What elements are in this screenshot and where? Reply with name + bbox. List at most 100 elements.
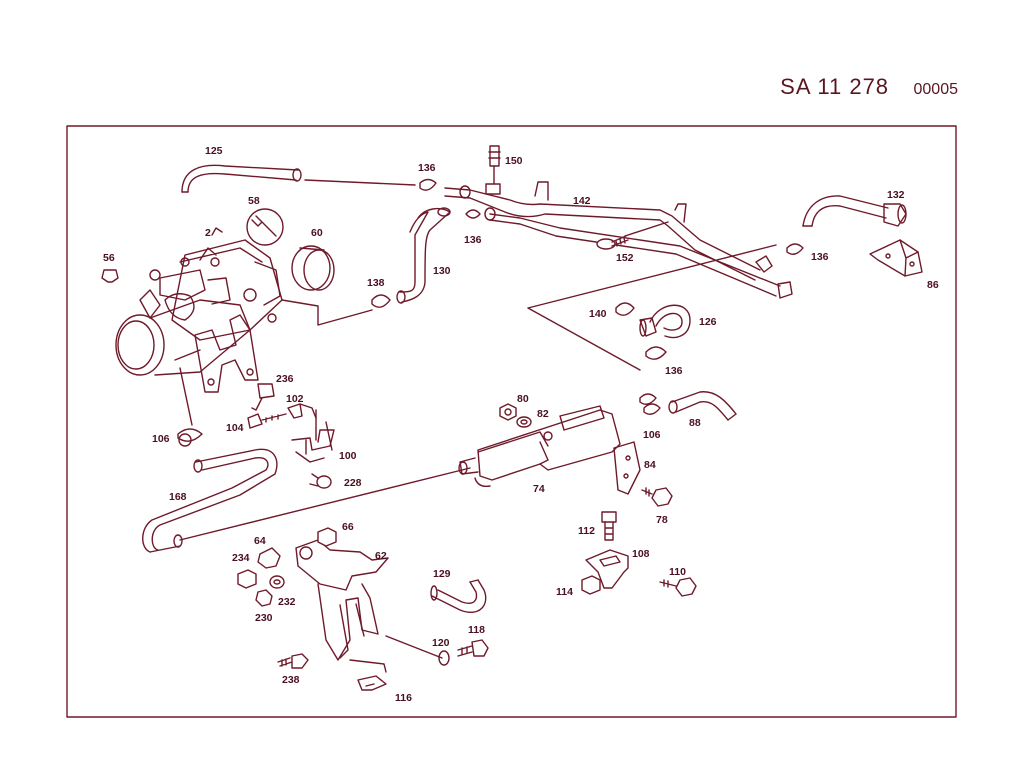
bushing-64 bbox=[257, 547, 281, 569]
label-130: 130 bbox=[433, 265, 451, 277]
label-2: 2 bbox=[205, 227, 211, 239]
label-152: 152 bbox=[616, 252, 634, 264]
clip-102 bbox=[287, 403, 317, 419]
screw-104 bbox=[247, 413, 287, 429]
label-129: 129 bbox=[433, 568, 451, 580]
diagram-frame bbox=[66, 125, 957, 718]
label-60: 60 bbox=[311, 227, 323, 239]
bracket-84 bbox=[613, 441, 641, 495]
label-138: 138 bbox=[367, 277, 385, 289]
label-112: 112 bbox=[578, 525, 595, 537]
nut-114 bbox=[581, 575, 601, 595]
label-62: 62 bbox=[375, 550, 387, 562]
label-234: 234 bbox=[232, 552, 250, 564]
label-64: 64 bbox=[254, 535, 266, 547]
label-126: 126 bbox=[699, 316, 717, 328]
label-142: 142 bbox=[573, 195, 591, 207]
hose-132 bbox=[802, 195, 907, 227]
screw-228 bbox=[309, 473, 332, 489]
part-labels: 125 136 150 142 132 136 152 136 86 58 2 … bbox=[103, 145, 939, 704]
clamp-60 bbox=[291, 245, 335, 291]
label-102: 102 bbox=[286, 393, 304, 405]
label-80: 80 bbox=[517, 393, 529, 405]
bolt-118 bbox=[457, 639, 489, 657]
label-106a: 106 bbox=[152, 433, 170, 445]
screw-238 bbox=[277, 653, 309, 669]
nut-66 bbox=[317, 527, 337, 547]
bracket-100 bbox=[291, 409, 335, 463]
label-136b: 136 bbox=[464, 234, 482, 246]
label-150: 150 bbox=[505, 155, 523, 167]
screw-236 bbox=[251, 383, 275, 411]
label-108: 108 bbox=[632, 548, 650, 560]
clamp-136-mid bbox=[465, 209, 481, 219]
label-238: 238 bbox=[282, 674, 300, 686]
screw-152 bbox=[596, 235, 629, 250]
label-236: 236 bbox=[276, 373, 294, 385]
label-88: 88 bbox=[689, 417, 701, 429]
label-82: 82 bbox=[537, 408, 549, 420]
clamp-106-left bbox=[177, 428, 203, 447]
label-114: 114 bbox=[556, 586, 573, 598]
label-66: 66 bbox=[342, 521, 354, 533]
label-136a: 136 bbox=[418, 162, 436, 174]
clip-116 bbox=[357, 675, 387, 691]
drawing-code: SA 11 278 bbox=[780, 74, 890, 99]
hose-126 bbox=[639, 304, 691, 339]
leader-125 bbox=[304, 179, 416, 186]
label-118: 118 bbox=[468, 624, 485, 636]
label-132: 132 bbox=[887, 189, 905, 201]
valve-bracket bbox=[194, 314, 259, 393]
label-116: 116 bbox=[395, 692, 412, 704]
leader-142-lower bbox=[527, 244, 777, 371]
label-78: 78 bbox=[656, 514, 668, 526]
label-168: 168 bbox=[169, 491, 187, 503]
label-228: 228 bbox=[344, 477, 362, 489]
wrench-58 bbox=[246, 208, 284, 246]
label-106b: 106 bbox=[643, 429, 661, 441]
leader-152 bbox=[624, 221, 669, 237]
screw-78 bbox=[641, 487, 673, 507]
label-136c: 136 bbox=[811, 251, 829, 263]
leader-138 bbox=[281, 299, 373, 326]
sheet-number: 00005 bbox=[913, 81, 959, 98]
nut-234 bbox=[237, 569, 257, 589]
washer-232 bbox=[269, 575, 285, 589]
clamp-136-right bbox=[786, 243, 804, 255]
label-125: 125 bbox=[205, 145, 223, 157]
connector-150 bbox=[485, 145, 501, 195]
clamp-136-lower bbox=[645, 346, 667, 360]
label-100: 100 bbox=[339, 450, 357, 462]
label-56: 56 bbox=[103, 252, 115, 264]
leader-168 bbox=[179, 467, 471, 541]
hose-129 bbox=[430, 579, 487, 613]
label-136d: 136 bbox=[665, 365, 683, 377]
hose-88 bbox=[668, 391, 737, 421]
valve-2 bbox=[115, 227, 283, 376]
clip-56 bbox=[101, 269, 119, 283]
bolt-112 bbox=[601, 511, 617, 541]
washer-120 bbox=[438, 650, 450, 666]
bracket-86 bbox=[869, 239, 923, 277]
label-86: 86 bbox=[927, 279, 939, 291]
hose-130 bbox=[396, 207, 451, 304]
clamp-138 bbox=[371, 294, 391, 308]
label-230: 230 bbox=[255, 612, 273, 624]
hose-168 bbox=[142, 448, 278, 553]
washer-82 bbox=[516, 416, 532, 428]
label-104: 104 bbox=[226, 422, 244, 434]
nut-80 bbox=[499, 403, 517, 421]
label-58: 58 bbox=[248, 195, 260, 207]
screw-110 bbox=[659, 577, 697, 597]
clamp-136-top bbox=[419, 178, 437, 191]
label-232: 232 bbox=[278, 596, 296, 608]
pipe-142 bbox=[444, 181, 793, 299]
label-110: 110 bbox=[669, 566, 686, 578]
label-74: 74 bbox=[533, 483, 545, 495]
bracket-62 bbox=[295, 539, 389, 673]
leader-120 bbox=[385, 635, 443, 659]
clamp-106-right bbox=[639, 393, 661, 415]
drawing-header: SA 11 278 00005 bbox=[780, 74, 958, 100]
leader-106-left bbox=[179, 367, 193, 426]
